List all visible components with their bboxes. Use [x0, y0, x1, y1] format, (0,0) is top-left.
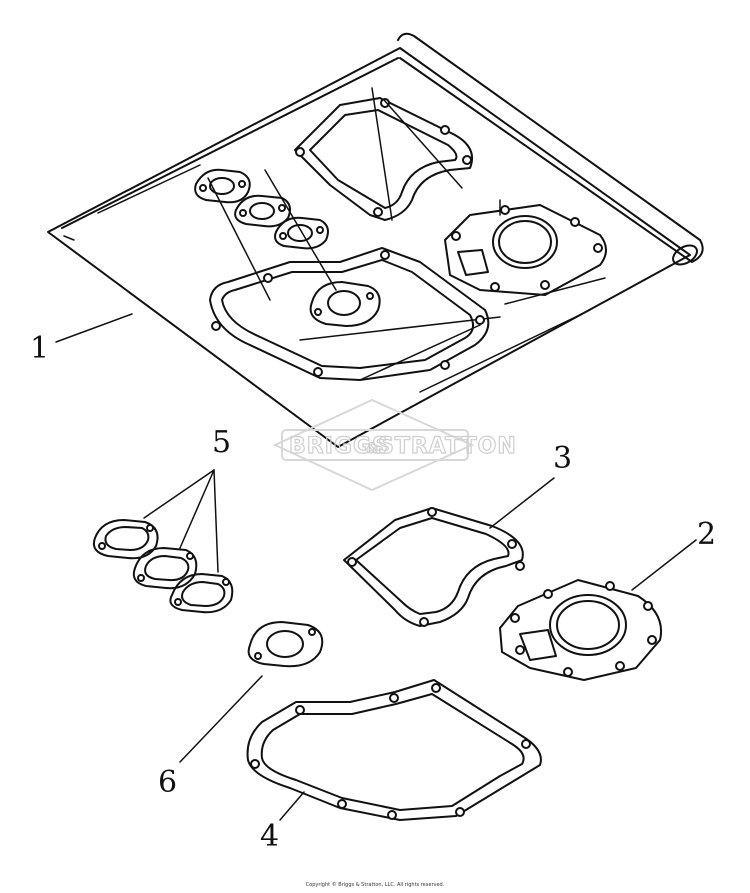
callout-2[interactable]: 2 [631, 517, 716, 591]
callout-3-label: 3 [553, 441, 572, 476]
callout-1[interactable]: 1 [30, 313, 133, 366]
watermark-amp: & [366, 441, 379, 457]
watermark-right: STRATTON [378, 434, 517, 459]
part-6-carburetor-gasket[interactable] [247, 621, 324, 668]
callout-5-label: 5 [212, 425, 231, 460]
part-3-valve-cover-gasket[interactable] [343, 507, 525, 627]
gasket-set-envelope [47, 32, 704, 448]
callout-4-label: 4 [260, 819, 279, 854]
callout-4-leader [279, 791, 305, 821]
callout-2-leader [631, 539, 697, 591]
callout-5-leader-b [179, 469, 215, 549]
callout-3[interactable]: 3 [489, 441, 572, 529]
callout-6[interactable]: 6 [158, 675, 263, 800]
part-2-cylinder-head-gasket[interactable] [499, 579, 662, 681]
brand-watermark: BRIGGS & STRATTON [272, 398, 517, 492]
part-4-crankcase-gasket[interactable] [246, 679, 542, 821]
part-5-exhaust-gaskets[interactable] [92, 519, 234, 614]
watermark-left: BRIGGS [289, 434, 389, 459]
copyright-notice: Copyright © Briggs & Stratton, LLC. All … [306, 881, 445, 888]
callout-5[interactable]: 5 [143, 425, 231, 573]
callout-3-leader [489, 477, 555, 529]
callout-2-label: 2 [697, 517, 716, 552]
callout-1-leader [55, 313, 133, 343]
callout-4[interactable]: 4 [260, 791, 305, 854]
callout-6-label: 6 [158, 765, 177, 800]
callout-6-leader [179, 675, 263, 763]
callout-5-leader-a [143, 469, 215, 519]
callout-1-label: 1 [30, 331, 49, 366]
callout-5-leader-c [213, 469, 219, 573]
